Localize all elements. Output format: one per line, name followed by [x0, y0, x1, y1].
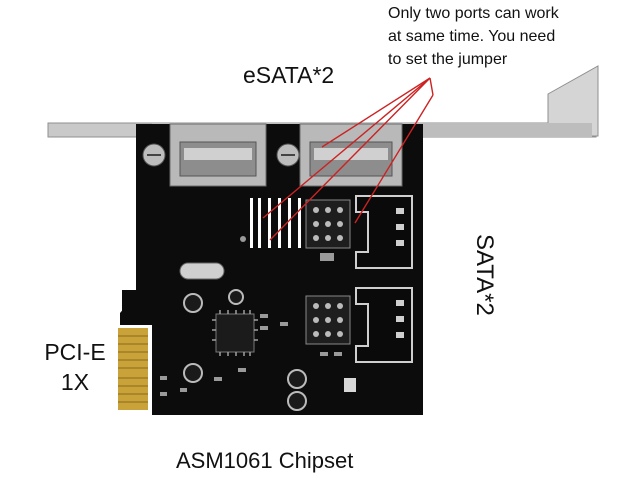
- screw-middle: [276, 143, 300, 167]
- pcie-label-line-2: 1X: [60, 369, 90, 395]
- jumper-block: [250, 198, 351, 249]
- annotation-line-1: Only two ports can work: [388, 5, 559, 22]
- esata-port-right: [299, 123, 403, 187]
- annotation-arrows: [262, 77, 434, 241]
- asm1061-chip: [212, 310, 258, 356]
- gold-fingers: [118, 328, 148, 410]
- smd-components: [160, 236, 356, 396]
- esata-label: eSATA*2: [243, 62, 335, 88]
- pcie-label-line-1: PCI-E: [44, 339, 106, 365]
- esata-port-left: [169, 123, 267, 187]
- jumper-block-lower: [305, 295, 351, 345]
- crystal-oscillator: [179, 262, 225, 280]
- jumper-annotation: Only two ports can work at same time. Yo…: [388, 2, 559, 71]
- capacitors: [183, 289, 307, 411]
- sata-connector-top: [355, 195, 413, 269]
- sata-connector-bottom: [355, 287, 413, 363]
- annotation-line-2: at same time. You need: [388, 28, 556, 45]
- annotation-line-3: to set the jumper: [388, 51, 508, 68]
- pcie-label: PCI-E 1X: [40, 337, 110, 397]
- screw-left: [142, 143, 166, 167]
- chipset-label: ASM1061 Chipset: [176, 448, 354, 473]
- sata-label: SATA*2: [471, 234, 498, 316]
